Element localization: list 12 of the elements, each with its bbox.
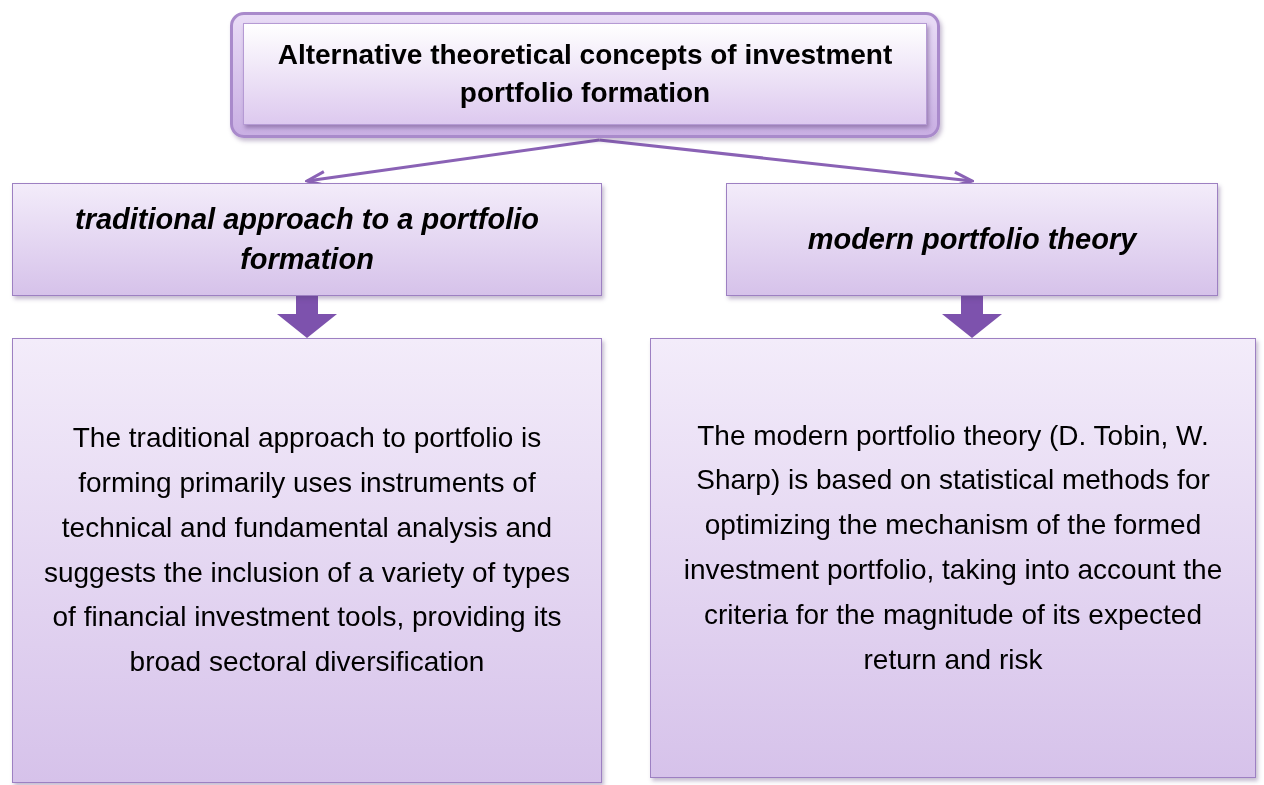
description-box (650, 338, 1256, 778)
block-arrow (277, 296, 337, 338)
title-box (230, 12, 940, 138)
heading-text: traditional approach to a portfolio formation (74, 202, 540, 277)
description-text: The modern portfolio theory (D. Tobin, W. Sharp) is based on statistical methods for optimizing the mechanism of the formed investment portfolio, taking into account the criteria for the magnitude of its expected return and risk (682, 418, 1224, 677)
heading-text: modern portfolio theory (806, 221, 1139, 257)
block-arrow (942, 296, 1002, 338)
heading-text: Alternative theoretical concepts of investment portfolio formation (276, 38, 894, 110)
heading-box (12, 183, 602, 296)
description-box (12, 338, 602, 783)
description-text: The traditional approach to portfolio is forming primarily uses instruments of technical and fundamental analysis and suggests the inclusion of a variety of types of financial investment tools, providing its broad sectoral diversification (42, 421, 572, 680)
heading-box (726, 183, 1218, 296)
